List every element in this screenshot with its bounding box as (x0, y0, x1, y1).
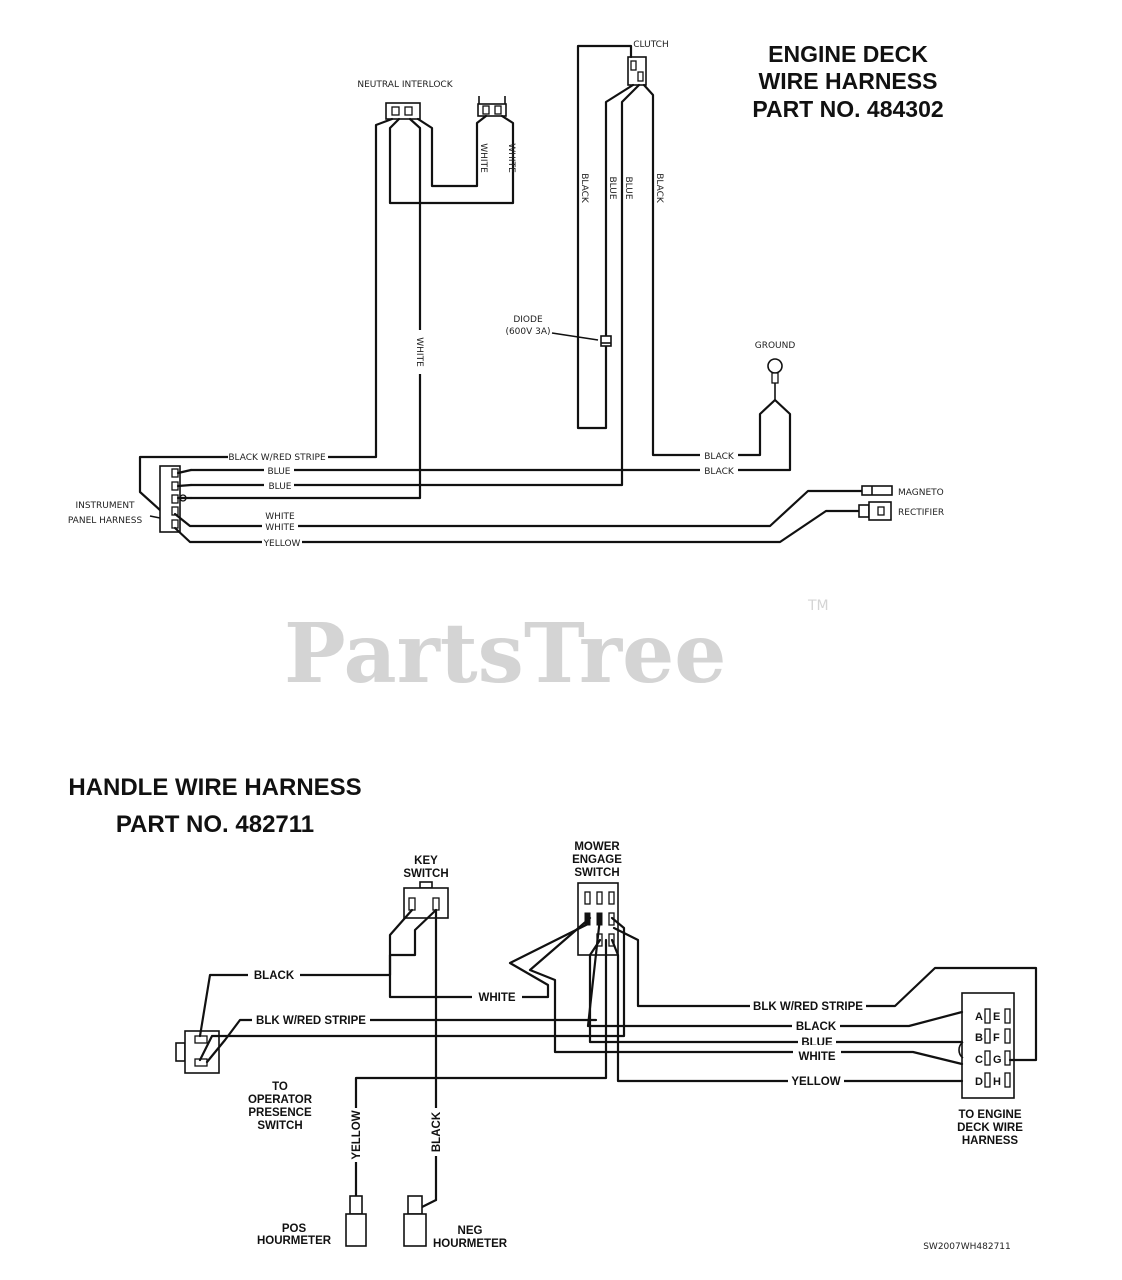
ground-terminal-icon (767, 358, 783, 400)
to-operator-label-4: SWITCH (257, 1120, 302, 1132)
wire-label-white-a: WHITE (478, 143, 488, 173)
wire-label-black-v: BLACK (431, 1111, 443, 1152)
to-engine-label-3: HARNESS (962, 1135, 1019, 1147)
key-switch-label-1: KEY (414, 855, 438, 867)
neg-hourmeter-label-2: HOURMETER (433, 1238, 508, 1250)
handle-title-1: HANDLE WIRE HARNESS (68, 774, 361, 801)
key-switch-label-2: SWITCH (403, 868, 448, 880)
pin-h: H (993, 1076, 1001, 1088)
clutch-label: CLUTCH (633, 40, 668, 50)
engine-deck-connector (958, 992, 1015, 1099)
diode-label-2: (600V 3A) (505, 327, 550, 337)
wire-label-black-red-stripe: BLACK W/RED STRIPE (228, 453, 326, 463)
wire-label-white-h1: WHITE (265, 512, 295, 522)
mower-switch-label-2: ENGAGE (572, 854, 622, 866)
mower-switch-label-3: SWITCH (574, 867, 619, 879)
pin-a: A (975, 1011, 983, 1023)
wire-label-yellow-v: YELLOW (351, 1110, 363, 1159)
wire-label-blkw-red-left: BLK W/RED STRIPE (256, 1015, 366, 1027)
neutral-interlock-label: NEUTRAL INTERLOCK (357, 80, 453, 90)
wire-label-black-left: BLACK (579, 173, 589, 204)
rectifier-terminal (858, 501, 892, 521)
wire-label-blkw-red-right: BLK W/RED STRIPE (753, 1001, 863, 1013)
wire-label-black-h2: BLACK (704, 467, 735, 477)
operator-presence-connector (175, 1030, 220, 1074)
neg-hourmeter-terminal (403, 1195, 427, 1247)
wire-label-white-r: WHITE (798, 1051, 835, 1063)
engine-deck-title-3: PART NO. 484302 (752, 96, 943, 122)
wire-label-blue-2: BLUE (623, 176, 633, 199)
instrument-panel-label-2: PANEL HARNESS (68, 516, 143, 526)
mower-switch-label-1: MOWER (574, 841, 620, 853)
wire-label-black: BLACK (254, 970, 295, 982)
watermark-tm: TM (807, 598, 829, 614)
pos-hourmeter-label-1: POS (282, 1223, 307, 1235)
wire-label-blue-1: BLUE (607, 176, 617, 199)
wire-label-yellow-r: YELLOW (791, 1076, 840, 1088)
wire-label-blue-h2: BLUE (268, 482, 291, 492)
clutch-connector (627, 56, 647, 86)
wire-label-white-long: WHITE (414, 337, 424, 367)
magneto-label: MAGNETO (898, 488, 944, 498)
magneto-terminal (861, 485, 893, 496)
to-operator-label-1: TO (272, 1081, 288, 1093)
to-engine-label-1: TO ENGINE (958, 1109, 1021, 1121)
pin-g: G (993, 1054, 1002, 1066)
diode (600, 335, 612, 347)
handle-title-2: PART NO. 482711 (116, 811, 314, 838)
pos-hourmeter-terminal (345, 1195, 367, 1247)
diode-label-1: DIODE (513, 315, 543, 325)
pin-b: B (975, 1032, 983, 1044)
reference-code: SW2007WH482711 (923, 1242, 1011, 1252)
wire-label-black-right: BLACK (654, 173, 664, 204)
handle-harness: HANDLE WIRE HARNESS PART NO. 482711 KEY … (68, 774, 1038, 1252)
wire-label-blue-h1: BLUE (267, 467, 290, 477)
engine-deck-title-2: WIRE HARNESS (759, 68, 938, 94)
wire-label-black-h1: BLACK (704, 452, 735, 462)
wire-label-black-r: BLACK (796, 1021, 837, 1033)
neg-hourmeter-label-1: NEG (458, 1225, 483, 1237)
wire-label-white: WHITE (478, 992, 515, 1004)
to-operator-label-2: OPERATOR (248, 1094, 313, 1106)
to-operator-label-3: PRESENCE (248, 1107, 312, 1119)
pin-d: D (975, 1076, 983, 1088)
wire-label-white-b: WHITE (506, 143, 516, 173)
instrument-panel-label-1: INSTRUMENT (75, 501, 135, 511)
interlock-plug (477, 96, 507, 117)
pin-f: F (993, 1032, 1000, 1044)
engine-deck-title-1: ENGINE DECK (768, 41, 928, 67)
ground-label: GROUND (755, 341, 796, 351)
pin-e: E (993, 1011, 1000, 1023)
rectifier-label: RECTIFIER (898, 508, 944, 518)
engine-deck-harness: ENGINE DECK WIRE HARNESS PART NO. 484302… (68, 40, 944, 549)
key-switch (403, 881, 449, 919)
watermark-text: PartsTree (284, 606, 726, 702)
to-engine-label-2: DECK WIRE (957, 1122, 1023, 1134)
wire-label-white-h2: WHITE (265, 523, 295, 533)
wire-label-yellow-h: YELLOW (263, 539, 301, 549)
pos-hourmeter-label-2: HOURMETER (257, 1235, 332, 1247)
pin-c: C (975, 1054, 983, 1066)
neutral-interlock-connector (385, 102, 421, 120)
